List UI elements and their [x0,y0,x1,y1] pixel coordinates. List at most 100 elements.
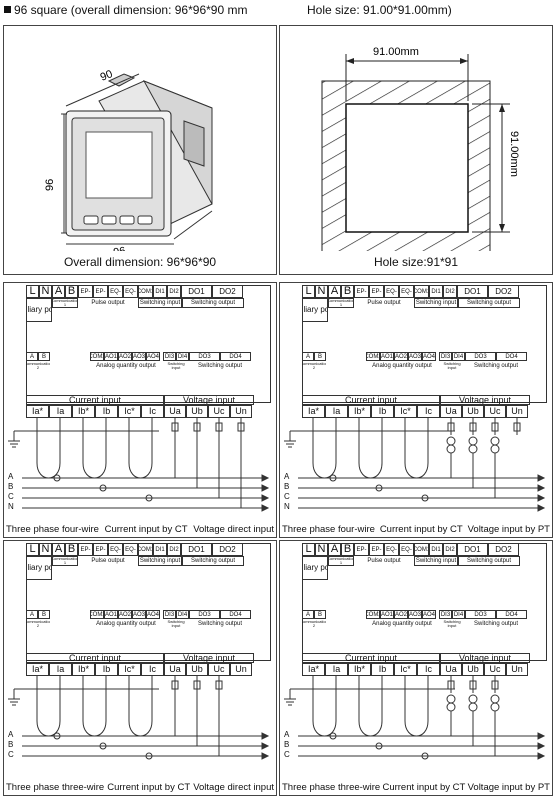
switching-input-2-label: Switching input [443,361,461,370]
meter-drawing: 90 96 96 [44,68,213,251]
mid-terminal-6: AO4 [422,610,436,619]
voltage-terminal-0: Ua [440,405,462,418]
current-terminal-3: Ib [371,405,394,418]
voltage-terminal-0: Ua [164,405,186,418]
mid-terminal-6: AO4 [146,610,160,619]
spec-header: 96 square (overall dimension: 96*96*90 m… [0,0,556,20]
mid-terminal-8: DI4 [176,610,189,619]
wiring-caption: Three phase four-wire Current input by C… [6,524,274,535]
mid-terminal-5: AO3 [408,610,422,619]
switching-input-label: Switching input [414,298,458,308]
mid-terminal-2: COM2 [366,352,380,361]
aux-power-label: Auxiliary power [26,298,52,322]
mid-terminal-5: AO3 [132,352,146,361]
voltage-terminal-1: Ub [186,663,208,676]
analog-output-label: Analog quantity output [96,620,156,627]
current-terminal-4: Ic* [394,405,417,418]
mid-terminal-8: DI4 [176,352,189,361]
phase-label-c: C [284,492,290,501]
phase-label-b: B [284,482,290,491]
phase-label-b: B [8,740,14,749]
wiring-panel-3: LNABEP-EP-EQ-EQ-COM1DI1DI2DO1DO2Auxiliar… [3,540,277,796]
mid-terminal-10: DO4 [220,352,251,361]
current-terminal-4: Ic* [118,405,141,418]
mid-terminal-9: DO3 [189,610,220,619]
current-terminal-1: Ia [325,663,348,676]
switching-output-2-label: Switching output [473,620,519,627]
mid-terminal-7: DI3 [163,352,176,361]
voltage-terminal-0: Ua [440,663,462,676]
mid-terminal-9: DO3 [189,352,220,361]
wiring-lines [284,676,546,760]
wiring-type: Three phase four-wire [282,524,375,535]
terminal-block-outline [302,543,547,661]
current-terminal-5: Ic [141,663,164,676]
voltage-terminal-2: Uc [208,663,230,676]
switching-input-2-label: Switching input [167,619,185,628]
phase-label-a: A [8,730,14,739]
voltage-input-label: Voltage input [440,653,530,663]
wiring-caption: Three phase three-wire Current input by … [6,782,274,793]
voltage-terminal-0: Ua [164,663,186,676]
switching-input-label: Switching input [138,556,182,566]
phase-label-n: N [284,502,290,511]
phase-label-b: B [284,740,290,749]
current-terminal-0: Ia* [302,663,325,676]
dimension-caption: Overall dimension: 96*96*90 [63,255,217,269]
mid-terminal-4: AO2 [394,352,408,361]
voltage-mode: Voltage direct input [193,524,274,535]
mid-terminal-5: AO3 [408,352,422,361]
voltage-input-label: Voltage input [164,653,254,663]
current-terminal-2: Ib* [348,405,371,418]
wiring-lines [8,418,270,512]
voltage-terminal-3: Un [230,405,252,418]
terminal-block-outline [26,285,271,403]
voltage-terminal-1: Ub [462,663,484,676]
comm2-label: Communication 2 [26,361,50,370]
current-mode: Current input by CT [379,524,463,535]
switching-output-label: Switching output [182,298,244,308]
wiring-panel-1: LNABEP-EP-EQ-EQ-COM1DI1DI2DO1DO2Auxiliar… [3,282,277,538]
wiring-type: Three phase three-wire [6,782,105,793]
mid-terminal-6: AO4 [146,352,160,361]
hole-height-label: 91.00mm [508,131,520,177]
dimension-panel: 90 96 96 Overall dimension: 96*96*90 [3,25,277,275]
comm-label: Communication 1 [52,298,78,308]
wiring-lines [284,418,546,512]
voltage-terminal-2: Uc [484,405,506,418]
mid-terminal-1: B [314,352,326,361]
current-terminal-2: Ib* [72,405,95,418]
current-terminal-3: Ib [371,663,394,676]
mid-terminal-2: COM2 [90,610,104,619]
current-terminal-2: Ib* [72,663,95,676]
mid-terminal-7: DI3 [163,610,176,619]
wiring-panel-4: LNABEP-EP-EQ-EQ-COM1DI1DI2DO1DO2Auxiliar… [279,540,553,796]
current-terminal-2: Ib* [348,663,371,676]
comm-label: Communication 1 [328,556,354,566]
current-terminal-1: Ia [49,663,72,676]
phase-label-b: B [8,482,14,491]
comm2-label: Communication 2 [26,619,50,628]
comm2-label: Communication 2 [302,619,326,628]
mid-terminal-2: COM2 [90,352,104,361]
mid-terminal-4: AO2 [394,610,408,619]
mid-terminal-10: DO4 [220,610,251,619]
comm2-label: Communication 2 [302,361,326,370]
mid-terminal-3: AO1 [380,610,394,619]
mid-terminal-1: B [38,352,50,361]
hole-panel: 91.00mm 91.00mm Hole size:91*91 [279,25,553,275]
mid-terminal-4: AO2 [118,352,132,361]
current-input-label: Current input [26,653,164,663]
analog-output-label: Analog quantity output [96,362,156,369]
header-right: Hole size: 91.00*91.00mm) [307,3,452,17]
dim-top-label: 90 [99,68,115,84]
wiring-lines [8,676,270,760]
bullet-square-icon [4,6,11,13]
switching-input-label: Switching input [138,298,182,308]
mid-terminal-8: DI4 [452,352,465,361]
phase-label-c: C [284,750,290,759]
aux-power-label: Auxiliary power [26,556,52,580]
mid-terminal-3: AO1 [104,610,118,619]
dim-left-label: 96 [44,179,56,191]
switching-output-2-label: Switching output [197,362,243,369]
